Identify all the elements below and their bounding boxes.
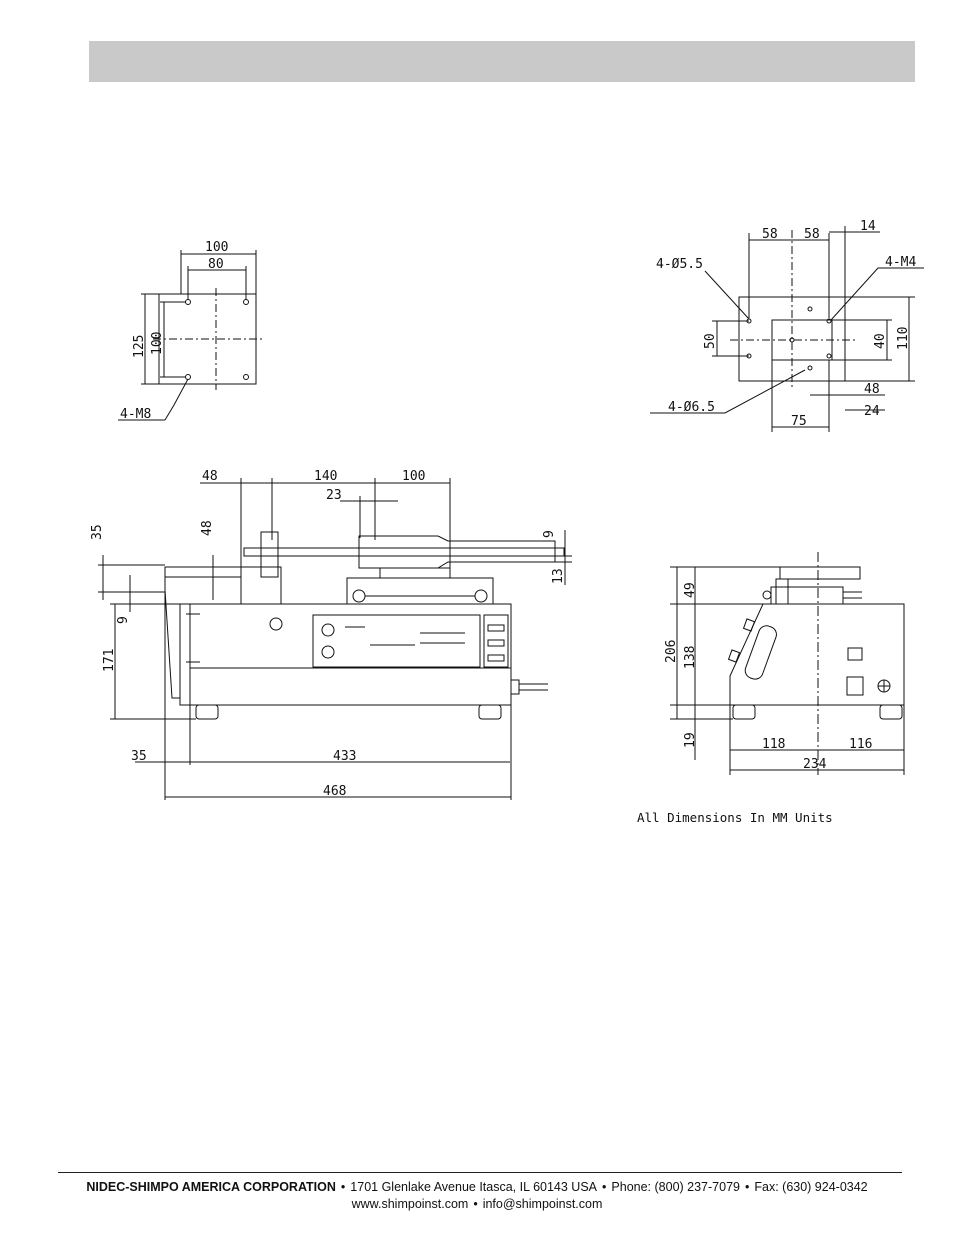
dim-label: 171 <box>102 649 117 672</box>
dim-label: 4-Ø6.5 <box>668 400 715 415</box>
address: 1701 Glenlake Avenue Itasca, IL 60143 US… <box>350 1180 598 1194</box>
top-right-mounting-view: 58 58 14 4-Ø5.5 4-M4 50 40 110 48 4-Ø6.5… <box>650 219 924 432</box>
bullet: • <box>473 1197 478 1211</box>
dim-label: 19 <box>683 732 698 748</box>
fax: Fax: (630) 924-0342 <box>754 1180 868 1194</box>
dim-label: 100 <box>205 240 228 255</box>
dim-label: 49 <box>683 582 698 598</box>
dim-label: 9 <box>116 616 131 624</box>
dim-label: 35 <box>90 524 105 540</box>
front-view: 48 140 100 23 35 48 9 13 9 171 35 433 46… <box>90 469 572 800</box>
dim-label: 4-Ø5.5 <box>656 257 703 272</box>
dim-label: 4-M8 <box>120 407 151 422</box>
dim-label: 433 <box>333 749 356 764</box>
dim-label: 24 <box>864 404 880 419</box>
dim-label: 50 <box>703 333 718 349</box>
side-view: 49 206 138 19 118 116 234 <box>664 552 905 775</box>
dim-label: 138 <box>683 646 698 669</box>
dim-label: 48 <box>864 382 880 397</box>
dim-label: 75 <box>791 414 807 429</box>
company-name: NIDEC-SHIMPO AMERICA CORPORATION <box>86 1180 336 1194</box>
footer-divider <box>58 1172 902 1173</box>
dim-label: 48 <box>200 520 215 536</box>
dim-label: 80 <box>208 257 224 272</box>
dim-label: 13 <box>551 568 566 584</box>
dim-label: 4-M4 <box>885 255 916 270</box>
dim-label: 48 <box>202 469 218 484</box>
dim-label: 14 <box>860 219 876 234</box>
bullet: • <box>602 1180 607 1194</box>
dim-label: 118 <box>762 737 785 752</box>
dim-label: 116 <box>849 737 872 752</box>
dim-label: 58 <box>762 227 778 242</box>
dim-label: 234 <box>803 757 827 772</box>
phone: Phone: (800) 237-7079 <box>611 1180 740 1194</box>
dim-label: 35 <box>131 749 147 764</box>
website-link[interactable]: www.shimpoinst.com <box>351 1197 469 1211</box>
dim-label: 110 <box>896 327 911 350</box>
dim-label: 125 <box>132 335 147 358</box>
bullet: • <box>340 1180 346 1194</box>
dim-label: 206 <box>664 640 679 663</box>
dim-label: 140 <box>314 469 337 484</box>
bullet: • <box>744 1180 750 1194</box>
header-bar <box>89 41 915 82</box>
units-note: All Dimensions In MM Units <box>637 810 833 825</box>
footer-contact-line: NIDEC-SHIMPO AMERICA CORPORATION • 1701 Gl… <box>0 1180 954 1194</box>
footer-web-line: www.shimpoinst.com • info@shimpoinst.com <box>0 1197 954 1211</box>
dim-label: 9 <box>542 530 557 538</box>
dim-label: 100 <box>150 332 165 355</box>
dim-label: 100 <box>402 469 425 484</box>
dim-label: 40 <box>873 333 888 349</box>
top-left-mounting-view: 100 80 125 100 4-M8 <box>118 240 262 422</box>
dim-label: 58 <box>804 227 820 242</box>
dim-label: 23 <box>326 488 342 503</box>
dim-label: 468 <box>323 784 346 799</box>
email-link[interactable]: info@shimpoinst.com <box>482 1197 603 1211</box>
